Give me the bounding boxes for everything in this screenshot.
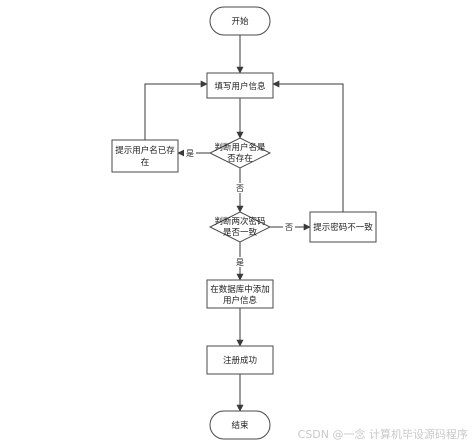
check-password-label-line2: 是否一致 [223,227,258,238]
edge-label-bg [234,257,246,267]
edge-label-no-username: 否 [236,184,244,193]
edge-label-no-password: 否 [285,223,293,232]
edge-label-bg [283,222,295,232]
user-exists-box [111,139,179,173]
edge-label-yes-password: 是 [236,258,244,267]
user-exists-label-line1: 提示用户名已存 [115,145,175,156]
check-password-label-line1: 判断两次密码 [214,216,265,227]
edge-label-yes-username: 是 [186,149,194,158]
edge-label-bg [184,148,196,158]
end-terminal [209,410,271,440]
add-to-db-label-line1: 在数据库中添加 [210,284,270,295]
check-username-label-line2: 否存在 [227,153,253,164]
start-label: 开始 [231,16,249,27]
fill-info-label: 填写用户信息 [214,81,266,92]
check-username-label-line1: 判断用户名是 [214,142,266,153]
watermark: CSDN @一念 计算机毕设源码程序 [297,428,468,441]
end-label: 结束 [231,420,249,431]
fill-info-box [206,72,274,99]
add-to-db-box [206,279,274,309]
start-terminal [209,6,271,36]
user-exists-label-line2: 在 [141,157,150,168]
password-mismatch-box [309,211,377,243]
edge-exists-back-to-fill [144,80,208,140]
add-to-db-label-line2: 用户信息 [223,295,258,306]
check-username-decision [208,137,272,169]
edge-mismatch-back-to-fill [272,80,344,212]
register-success-label: 注册成功 [223,355,257,366]
check-password-decision [208,211,272,243]
password-mismatch-label: 提示密码不一致 [313,222,373,233]
register-success-box [206,345,274,375]
edge-label-bg [234,183,246,193]
